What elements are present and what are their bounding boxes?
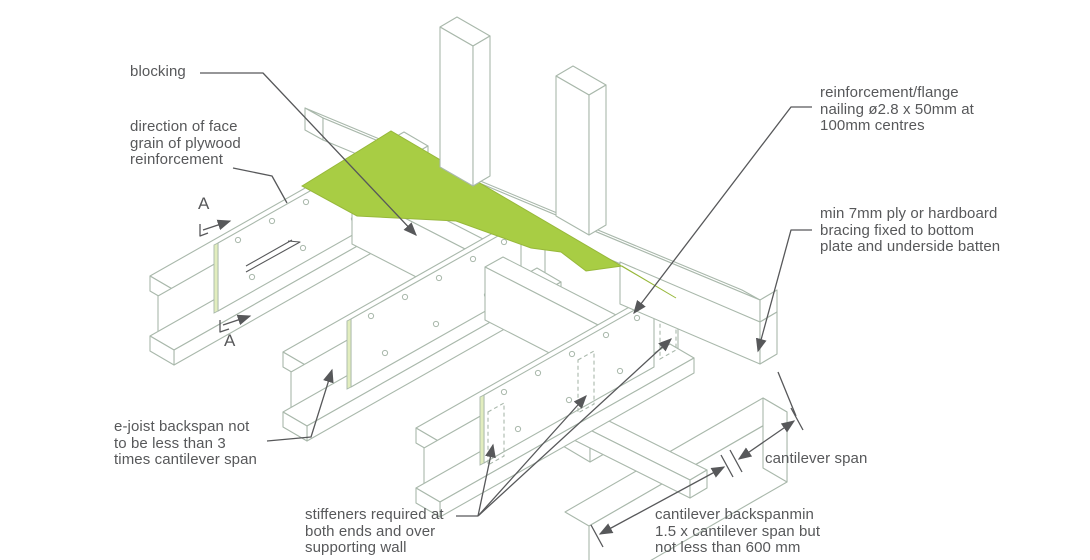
leader-face-grain — [232, 167, 288, 204]
leader-backspan-rule — [266, 368, 334, 442]
dimension-cantilever-backspan — [590, 454, 734, 548]
section-marker-a-bottom — [219, 314, 252, 333]
wall-stud-2 — [555, 65, 607, 236]
section-label-a-top: A — [198, 194, 210, 213]
face-grain-arrow — [245, 239, 301, 273]
label-reinforcement-nailing: reinforcement/flange nailing ø2.8 x 50mm… — [820, 84, 974, 134]
leader-stiffeners — [456, 338, 673, 517]
label-bracing: min 7mm ply or hardboard bracing fixed t… — [820, 205, 1001, 255]
section-label-a-bottom: A — [224, 331, 236, 350]
side-reinforcement-panel-3 — [479, 298, 677, 466]
dimension-cantilever-span — [729, 371, 804, 473]
leader-reinforcement-nailing — [633, 106, 812, 315]
plywood-reinforcement-top-panel — [301, 130, 677, 299]
label-cantilever-span: cantilever span — [765, 450, 868, 467]
wall-stud-1 — [439, 16, 491, 187]
label-stiffeners: stiffeners required at both ends and ove… — [305, 506, 444, 556]
label-blocking-line: blocking — [130, 63, 186, 80]
label-backspan-rule: e-joist backspan not to be less than 3 t… — [114, 418, 257, 468]
leader-bracing — [755, 229, 812, 353]
section-marker-a-top — [199, 219, 232, 237]
label-face-grain: direction of face grain of plywood reinf… — [130, 118, 241, 168]
label-cantilever-backspan: cantilever backspanmin 1.5 x cantilever … — [655, 506, 821, 556]
label-blocking: blocking — [130, 63, 186, 81]
leader-blocking — [200, 72, 417, 236]
